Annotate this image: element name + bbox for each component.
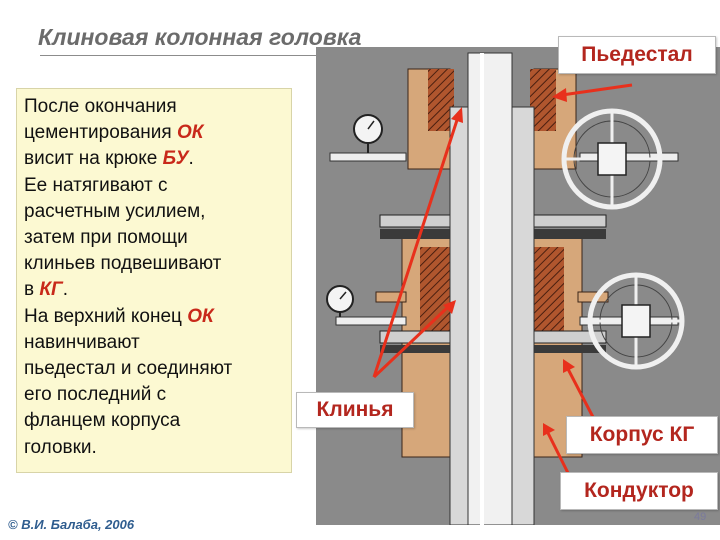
text-segment: . Ее натягивают с расчетным усилием, зат…: [24, 148, 222, 301]
description-text: После окончания цементирования ОК висит …: [24, 94, 286, 461]
label-wedges: Клинья: [296, 392, 414, 428]
text-segment: висит на крюке: [24, 148, 158, 170]
text-segment: навинчивают пьедестал и соединяют его по…: [24, 331, 233, 458]
title-underline: [40, 55, 555, 56]
pressure-gauge-icon: [353, 114, 383, 153]
term-ok: ОК: [187, 305, 214, 327]
term-ok: ОК: [176, 122, 204, 144]
label-conductor: Кондуктор: [560, 472, 718, 510]
pointer-arrows: [372, 83, 633, 478]
casing-string: [449, 52, 535, 525]
term-kg: КГ: [39, 279, 63, 301]
term-bu: БУ: [162, 148, 189, 170]
label-body: Корпус КГ: [566, 416, 718, 454]
pressure-gauge-icon: [326, 285, 354, 317]
text-segment: . На верхний конец: [24, 279, 182, 327]
description-box: [16, 88, 292, 473]
copyright-footer: © В.И. Балаба, 2006: [8, 517, 135, 532]
slide-title: Клиновая колонная головка: [38, 24, 362, 50]
valve-handwheel-icon: [561, 108, 663, 210]
valve-handwheel-icon: [587, 272, 685, 370]
label-pedestal: Пьедестал: [558, 36, 716, 74]
text-segment: После окончания цементирования: [24, 96, 177, 144]
page-number: 49: [694, 511, 707, 523]
